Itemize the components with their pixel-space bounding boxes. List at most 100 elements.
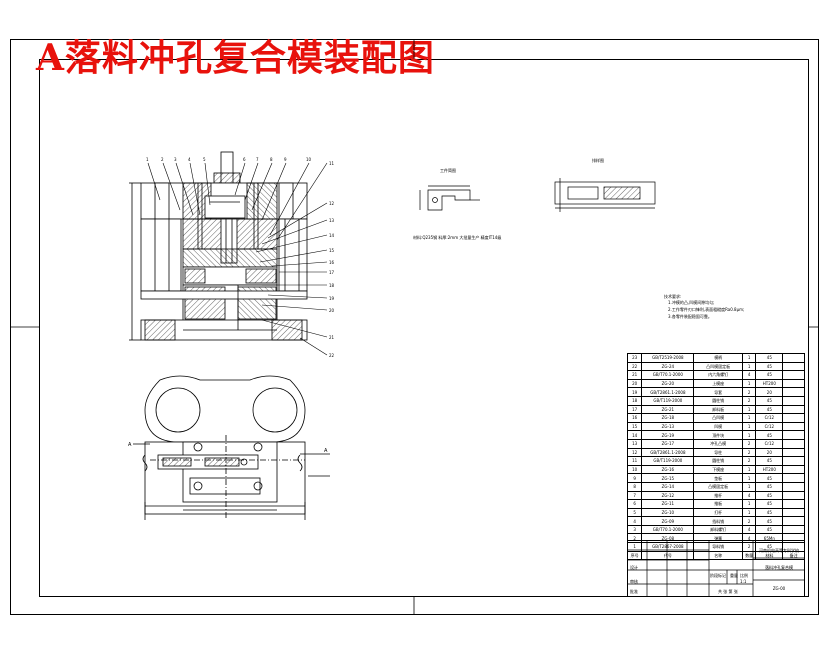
callout-9: 9 bbox=[284, 157, 287, 162]
bom-cell: 下模座 bbox=[693, 464, 743, 475]
title-block-weight: 重量 bbox=[730, 573, 738, 578]
bom-header-row: 序号代号名称数量材料备注 bbox=[626, 550, 805, 561]
bom-cell: 45 bbox=[755, 481, 784, 492]
bom-cell: 16 bbox=[626, 413, 643, 423]
bom-cell: 12 bbox=[626, 447, 643, 458]
bom-cell: 4 bbox=[741, 370, 757, 380]
bom-cell: 45 bbox=[755, 395, 784, 406]
title-block-drawing-name: 落料冲孔复合模 bbox=[765, 565, 793, 570]
bom-cell bbox=[782, 395, 805, 406]
bom-cell bbox=[782, 353, 805, 363]
bom-cell: 凸凹模 bbox=[693, 413, 743, 423]
bom-cell: 10 bbox=[626, 464, 643, 475]
bom-cell: 2 bbox=[741, 395, 757, 406]
bom-cell: 垫板 bbox=[693, 473, 743, 483]
bom-cell: 挡料销 bbox=[693, 516, 743, 526]
bom-cell: 2 bbox=[741, 456, 757, 466]
bom-cell: 18 bbox=[626, 395, 643, 406]
bom-cell: 内六角螺钉 bbox=[693, 370, 743, 380]
bom-cell: 1 bbox=[741, 430, 757, 440]
bom-cell: ZG-20 bbox=[641, 378, 695, 389]
section-mark-right: A bbox=[324, 448, 328, 454]
bom-cell: 1 bbox=[741, 499, 757, 509]
callout-4: 4 bbox=[188, 157, 191, 162]
callout-22: 22 bbox=[329, 353, 335, 358]
bom-cell: GB/T2861.1-2008 bbox=[641, 447, 695, 458]
callout-5: 5 bbox=[203, 157, 206, 162]
bom-cell: ZG-17 bbox=[641, 438, 695, 449]
bom-cell: 卸料螺钉 bbox=[693, 524, 743, 535]
bom-cell: ZG-13 bbox=[641, 421, 695, 432]
bom-cell bbox=[782, 413, 805, 423]
bom-cell: 45 bbox=[755, 524, 784, 535]
bom-cell: 20 bbox=[755, 447, 784, 458]
callout-8: 8 bbox=[270, 157, 273, 162]
callout-17: 17 bbox=[329, 270, 335, 275]
bom-cell bbox=[782, 361, 805, 372]
bom-cell: 21 bbox=[626, 370, 643, 380]
callout-11: 11 bbox=[329, 161, 335, 166]
bom-cell: 3 bbox=[626, 524, 643, 535]
bom-cell: 45 bbox=[755, 361, 784, 372]
front-section-view bbox=[129, 151, 308, 341]
bom-cell: 15 bbox=[626, 421, 643, 432]
drawing-title: A落料冲孔复合模装配图 bbox=[36, 37, 435, 79]
bom-cell: 凸凹模固定板 bbox=[693, 361, 743, 372]
callout-6: 6 bbox=[243, 157, 246, 162]
bom-cell: 冲孔凸模 bbox=[693, 438, 743, 449]
title-block-approver: 批准 bbox=[630, 589, 638, 594]
tech-req-heading: 技术要求: bbox=[664, 294, 682, 299]
bom-cell: 2 bbox=[741, 447, 757, 458]
section-mark-left: A bbox=[128, 442, 132, 448]
bom-cell: GB/T2861.1-2008 bbox=[641, 387, 695, 397]
callout-2: 2 bbox=[161, 157, 164, 162]
tech-req-3: 3.各零件装配稳固可靠。 bbox=[668, 314, 712, 319]
strip-layout-sketch bbox=[554, 178, 656, 212]
strip-layout-label: 排样图 bbox=[592, 158, 604, 163]
callout-14: 14 bbox=[329, 233, 335, 238]
tech-req-1: 1.冲模的凸,凹模间隙均匀; bbox=[668, 300, 715, 305]
callout-16: 16 bbox=[329, 260, 335, 265]
drawing-border-inner bbox=[39, 59, 809, 597]
bom-cell: 材料 bbox=[755, 550, 784, 561]
bom-cell: 顶件块 bbox=[693, 430, 743, 440]
callout-19: 19 bbox=[329, 296, 335, 301]
bom-cell: 打杆 bbox=[693, 507, 743, 518]
bom-cell: 45 bbox=[755, 473, 784, 483]
bom-cell: GB/T119-2000 bbox=[641, 456, 695, 466]
bom-cell: 圆柱销 bbox=[693, 456, 743, 466]
bom-cell: 45 bbox=[755, 499, 784, 509]
bom-cell: Cr12 bbox=[755, 421, 784, 432]
bom-cell: 4 bbox=[741, 524, 757, 535]
bom-cell: 22 bbox=[626, 361, 643, 372]
bom-cell: 1 bbox=[741, 507, 757, 518]
bom-cell: 上模座 bbox=[693, 378, 743, 389]
bom-cell bbox=[782, 490, 805, 501]
bom-cell: 圆柱销 bbox=[693, 395, 743, 406]
bom-cell: 4 bbox=[741, 490, 757, 501]
bom-cell: 推杆 bbox=[693, 490, 743, 501]
callout-1: 1 bbox=[146, 157, 149, 162]
plan-view bbox=[133, 375, 330, 520]
callout-13: 13 bbox=[329, 218, 335, 223]
bom-cell: ZG-10 bbox=[641, 507, 695, 518]
bom-cell: 8 bbox=[626, 481, 643, 492]
bom-cell: ZG-14 bbox=[641, 481, 695, 492]
bom-cell: 45 bbox=[755, 507, 784, 518]
bom-cell: 20 bbox=[755, 387, 784, 397]
bom-cell: HT200 bbox=[755, 378, 784, 389]
bom-cell bbox=[782, 516, 805, 526]
